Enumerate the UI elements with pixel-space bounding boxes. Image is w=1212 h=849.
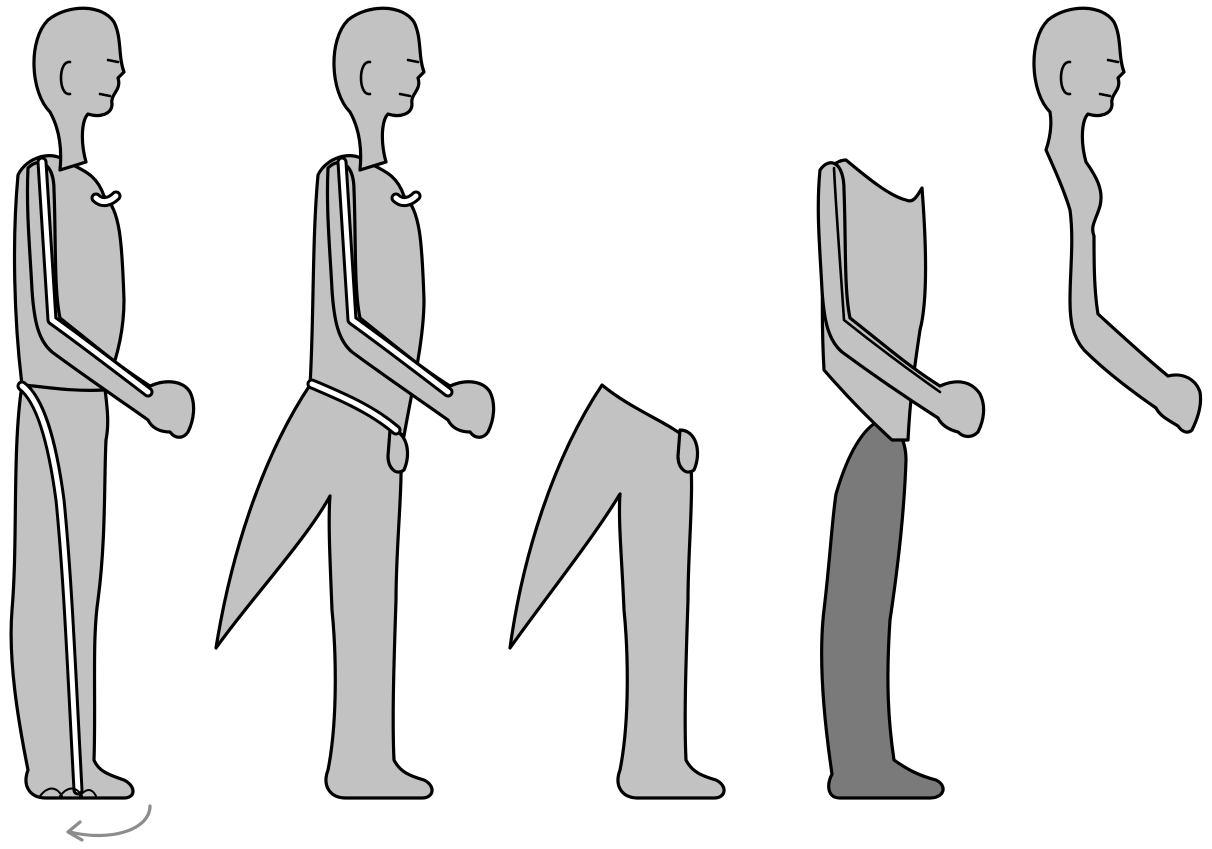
figure-3-lower-skin-piece (510, 385, 724, 798)
figure-5-head-and-arm-piece (1034, 8, 1201, 432)
figure-1-full-body-with-seams (11, 8, 194, 840)
figure-2-lower-skin-peeled (216, 8, 494, 798)
curved-arrow-icon (70, 806, 150, 836)
figure-4-dark-leg (822, 420, 944, 798)
figure-3-genitals (678, 430, 698, 472)
figure-4-torso-shell-dark-leg (818, 160, 983, 798)
figure-5-head-arm (1034, 8, 1201, 432)
figure-2-head (334, 8, 424, 170)
figure-1-head (34, 8, 124, 170)
